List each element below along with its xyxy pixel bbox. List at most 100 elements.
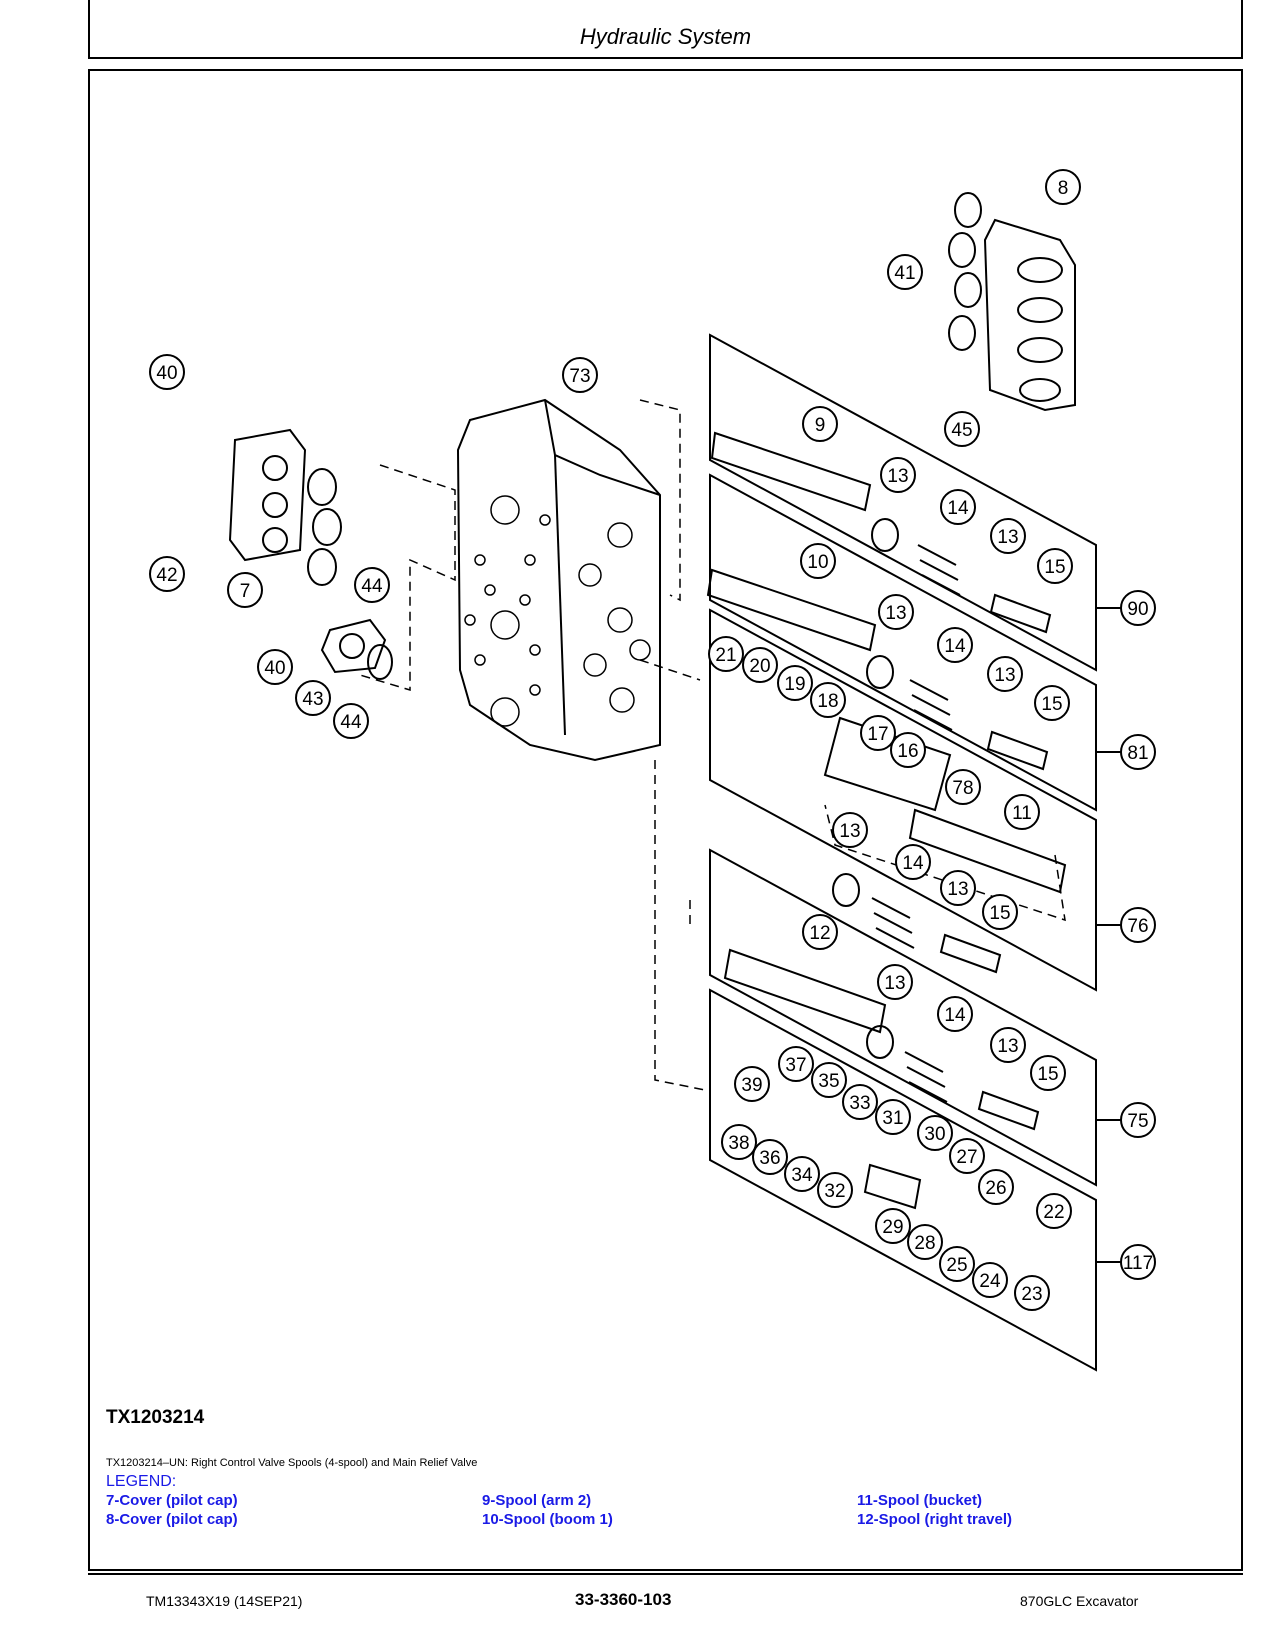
callout-31: 31 <box>875 1099 911 1135</box>
callout-40: 40 <box>257 649 293 685</box>
callout-7: 7 <box>227 572 263 608</box>
panel-81 <box>709 473 1097 812</box>
callout-75: 75 <box>1120 1102 1156 1138</box>
callout-number: 76 <box>1127 916 1148 937</box>
callout-15: 15 <box>1037 548 1073 584</box>
callout-number: 23 <box>1021 1284 1042 1305</box>
callout-number: 19 <box>784 674 805 695</box>
callout-number: 15 <box>1037 1064 1058 1085</box>
callout-number: 8 <box>1058 178 1069 199</box>
callout-number: 25 <box>946 1255 967 1276</box>
callout-90: 90 <box>1120 590 1156 626</box>
header-frame: Hydraulic System <box>88 0 1243 59</box>
callout-number: 75 <box>1127 1111 1148 1132</box>
callout-number: 11 <box>1012 803 1032 824</box>
callout-number: 18 <box>817 691 838 712</box>
callout-number: 14 <box>947 498 969 519</box>
footer-manual-id: TM13343X19 (14SEP21) <box>146 1593 303 1609</box>
callout-33: 33 <box>842 1084 878 1120</box>
callout-number: 14 <box>944 636 966 657</box>
callout-number: 9 <box>815 415 826 436</box>
callout-8: 8 <box>1045 169 1081 205</box>
callout-13: 13 <box>878 594 914 630</box>
footer-rule <box>88 1573 1243 1575</box>
callout-41: 41 <box>887 254 923 290</box>
callout-number: 32 <box>824 1181 845 1202</box>
callout-25: 25 <box>939 1246 975 1282</box>
page-header-title: Hydraulic System <box>579 24 752 49</box>
callout-14: 14 <box>937 996 973 1032</box>
spool-10 <box>706 568 877 652</box>
callout-number: 27 <box>956 1147 977 1168</box>
callout-number: 14 <box>944 1005 966 1026</box>
callout-number: 37 <box>785 1055 806 1076</box>
callout-number: 10 <box>807 552 828 573</box>
relief-valve-body <box>863 1163 922 1210</box>
callout-number: 40 <box>156 363 177 384</box>
callout-number: 13 <box>887 466 908 487</box>
callout-number: 33 <box>849 1093 870 1114</box>
callout-37: 37 <box>778 1046 814 1082</box>
panel-90 <box>709 333 1097 672</box>
valve-body-73 <box>456 398 661 762</box>
callout-number: 45 <box>951 420 972 441</box>
callout-13: 13 <box>877 964 913 1000</box>
callout-number: 7 <box>240 581 251 602</box>
panel-75 <box>709 848 1097 1187</box>
legend-item: 11-Spool (bucket) <box>857 1492 983 1509</box>
panel-117 <box>709 988 1097 1372</box>
callout-number: 13 <box>839 821 860 842</box>
callout-13: 13 <box>987 656 1023 692</box>
spool-12 <box>723 948 887 1034</box>
callout-16: 16 <box>890 732 926 768</box>
callout-78: 78 <box>945 769 981 805</box>
callout-30: 30 <box>917 1115 953 1151</box>
callout-39: 39 <box>734 1066 770 1102</box>
callout-45: 45 <box>944 411 980 447</box>
callout-13: 13 <box>880 457 916 493</box>
callout-15: 15 <box>1034 685 1070 721</box>
callout-number: 31 <box>882 1108 903 1129</box>
callout-36: 36 <box>752 1139 788 1175</box>
callout-number: 34 <box>791 1165 813 1186</box>
callout-13: 13 <box>832 812 868 848</box>
callout-15: 15 <box>982 894 1018 930</box>
callout-10: 10 <box>800 543 836 579</box>
figure-caption: TX1203214–UN: Right Control Valve Spools… <box>106 1457 478 1469</box>
callout-number: 90 <box>1127 599 1148 620</box>
callout-11: 11 <box>1004 794 1040 830</box>
callout-number: 13 <box>884 973 905 994</box>
legend-heading: LEGEND: <box>106 1473 177 1490</box>
callout-117: 117 <box>1120 1244 1156 1280</box>
callout-35: 35 <box>811 1062 847 1098</box>
callout-number: 44 <box>340 712 362 733</box>
callout-number: 41 <box>894 263 915 284</box>
callout-81: 81 <box>1120 734 1156 770</box>
footer-machine: 870GLC Excavator <box>1020 1593 1139 1609</box>
callout-number: 44 <box>361 576 383 597</box>
callout-23: 23 <box>1014 1275 1050 1311</box>
flange-43 <box>320 618 387 674</box>
callout-number: 15 <box>989 903 1010 924</box>
figure-frame <box>88 69 1243 1571</box>
callout-24: 24 <box>972 1262 1008 1298</box>
callout-number: 78 <box>952 778 973 799</box>
callout-12: 12 <box>802 914 838 950</box>
callout-29: 29 <box>875 1208 911 1244</box>
callout-76: 76 <box>1120 907 1156 943</box>
callout-17: 17 <box>860 715 896 751</box>
callout-32: 32 <box>817 1172 853 1208</box>
callout-number: 24 <box>979 1271 1001 1292</box>
callout-number: 13 <box>997 527 1018 548</box>
callout-21: 21 <box>708 636 744 672</box>
callout-number: 13 <box>994 665 1015 686</box>
cover-7 <box>228 428 307 562</box>
panel-76 <box>709 608 1097 992</box>
callout-20: 20 <box>742 647 778 683</box>
legend-item: 10-Spool (boom 1) <box>482 1511 613 1528</box>
callout-13: 13 <box>940 870 976 906</box>
callout-number: 35 <box>818 1071 839 1092</box>
callout-number: 30 <box>924 1124 945 1145</box>
callout-number: 42 <box>156 565 177 586</box>
